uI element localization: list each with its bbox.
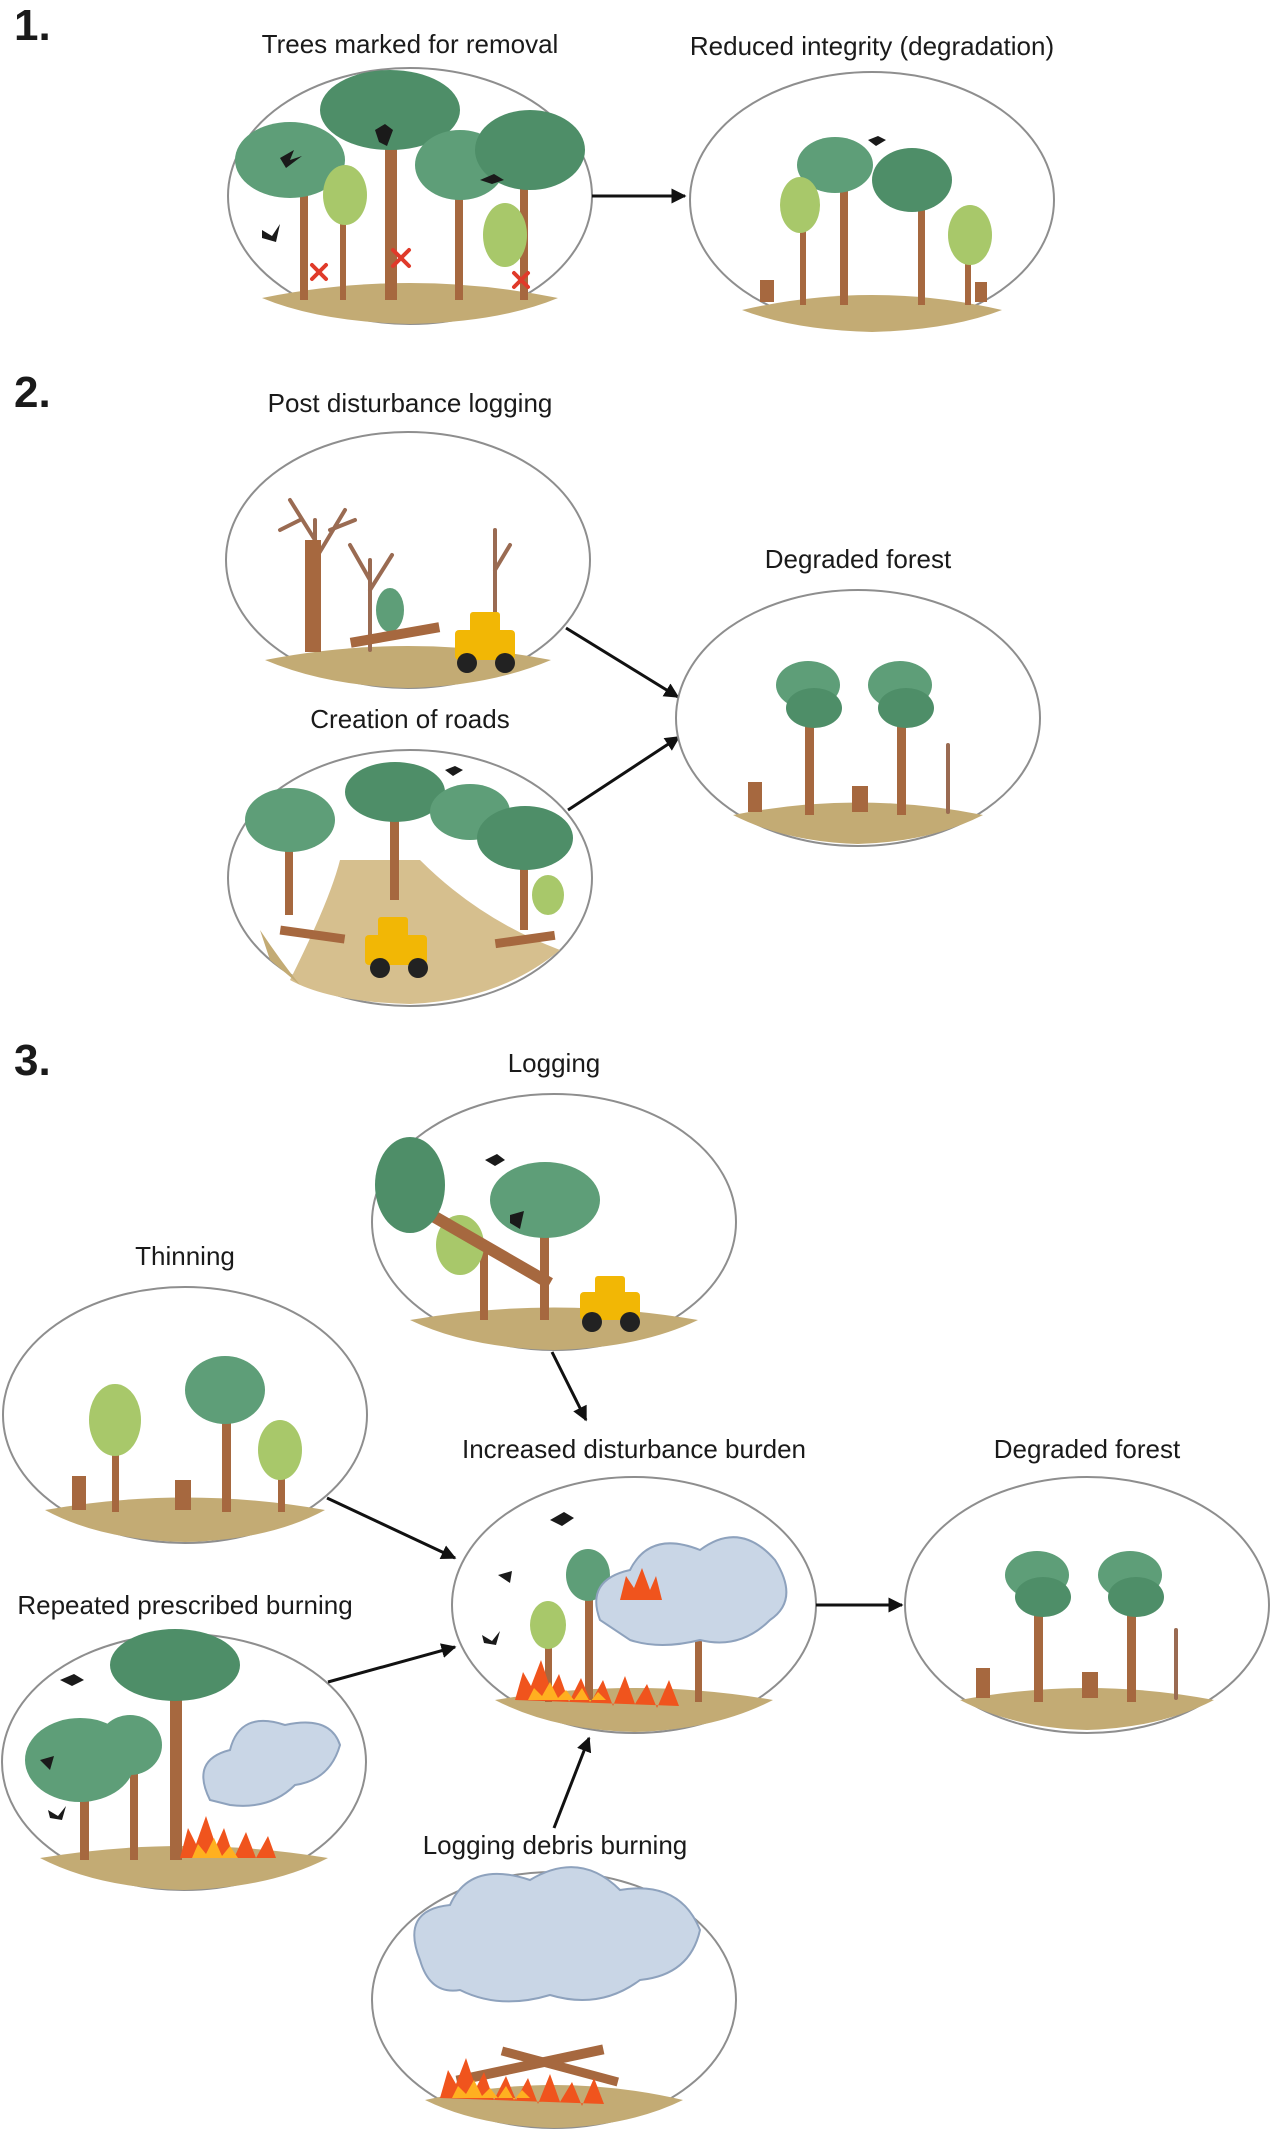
debris-burning-label: Logging debris burning [423,1830,688,1860]
post-disturbance-label: Post disturbance logging [268,388,553,418]
section-2-number: 2. [14,368,51,417]
logging-scene [371,1093,737,1351]
logging-label: Logging [508,1048,601,1078]
reduced-integrity-scene [689,71,1055,332]
section-3-number: 3. [14,1036,51,1085]
degraded-forest-scene-1 [675,589,1041,847]
arrow-post-to-degraded [565,626,680,699]
creation-of-roads-label: Creation of roads [310,704,509,734]
increased-disturbance-label: Increased disturbance burden [462,1434,806,1464]
trees-marked-scene [227,67,593,325]
debris-burning-scene [371,1866,737,2129]
thinning-label: Thinning [135,1241,235,1271]
arrow-burning-to-center [327,1643,457,1684]
trees-marked-label: Trees marked for removal [262,29,559,59]
degraded-forest-label-1: Degraded forest [765,544,952,574]
arrow-roads-to-degraded [567,735,681,812]
post-disturbance-scene [225,431,591,689]
section-1-number: 1. [14,1,51,50]
reduced-integrity-label: Reduced integrity (degradation) [690,31,1054,61]
degraded-forest-scene-2 [904,1476,1270,1734]
repeated-burning-scene [1,1629,367,1891]
arrow-debris-to-center [552,1736,592,1829]
repeated-burning-label: Repeated prescribed burning [17,1590,352,1620]
bulldozer-icon [365,917,428,978]
thinning-scene [2,1286,368,1544]
bulldozer-icon [580,1276,640,1332]
degraded-forest-label-2: Degraded forest [994,1434,1181,1464]
arrow-thinning-to-center [326,1496,457,1560]
increased-disturbance-scene [451,1476,817,1734]
bulldozer-icon [455,612,515,673]
arrow-logging-to-center [550,1351,588,1422]
creation-of-roads-scene [227,749,593,1007]
